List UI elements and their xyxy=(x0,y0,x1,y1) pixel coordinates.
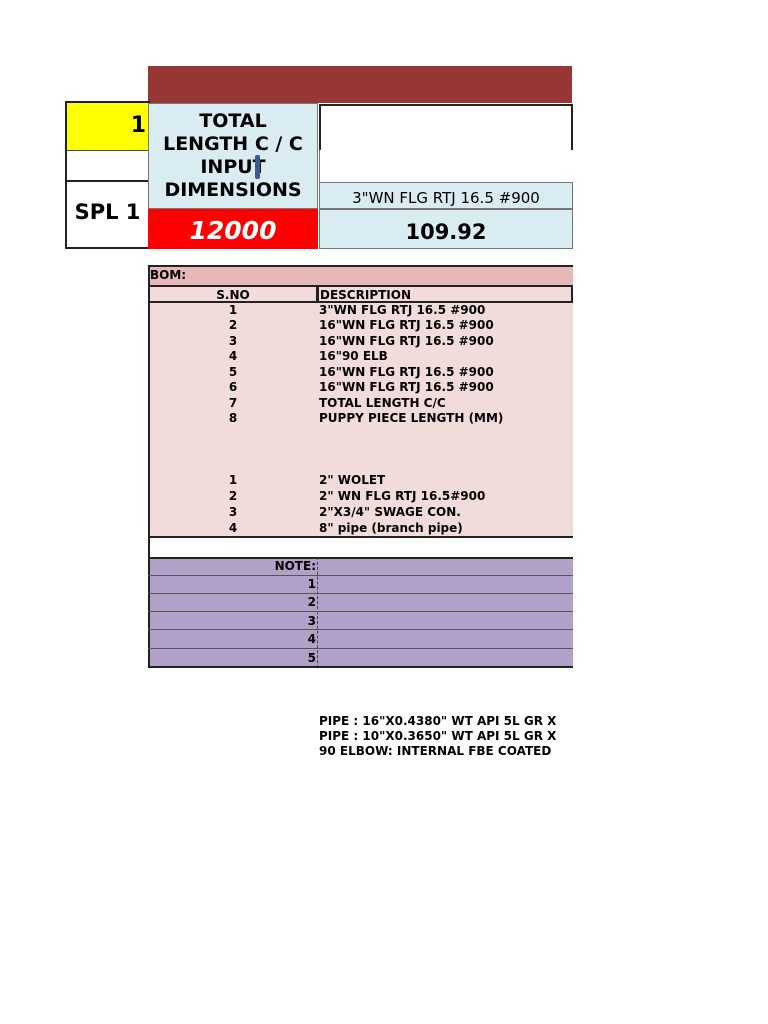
table-row-desc: 16"WN FLG RTJ 16.5 #900 xyxy=(319,334,494,348)
table-row-desc: 16"WN FLG RTJ 16.5 #900 xyxy=(319,318,494,332)
table-row-sno: 2 xyxy=(228,318,238,332)
table-row-desc: 2"X3/4" SWAGE CON. xyxy=(319,505,461,519)
table-row-desc: TOTAL LENGTH C/C xyxy=(319,396,446,410)
table-row-desc: 2" WN FLG RTJ 16.5#900 xyxy=(319,489,486,503)
notes-row-divider xyxy=(148,648,573,649)
table-row-desc: PUPPY PIECE LENGTH (MM) xyxy=(319,411,504,425)
notes-number: 5 xyxy=(307,651,316,665)
notes-row-divider xyxy=(148,611,573,612)
notes-number: 3 xyxy=(307,614,316,628)
id-number: 1 xyxy=(130,113,146,138)
bom-header-desc-cell xyxy=(317,285,573,303)
bom-table xyxy=(148,285,573,538)
table-row-sno: 4 xyxy=(228,349,238,363)
notes-row-divider xyxy=(148,575,573,576)
id-highlight-cell[interactable] xyxy=(67,103,148,151)
table-row-sno: 3 xyxy=(228,334,238,348)
text-cursor-icon xyxy=(255,155,260,179)
spl-label: SPL 1 xyxy=(74,200,141,224)
table-row-sno: 2 xyxy=(228,489,238,503)
notes-column-divider xyxy=(317,557,318,668)
table-row-sno: 4 xyxy=(228,521,238,535)
table-row-desc: 2" WOLET xyxy=(319,473,386,487)
table-row-sno: 8 xyxy=(228,411,238,425)
table-row-desc: 16"90 ELB xyxy=(319,349,388,363)
total-length-cell[interactable] xyxy=(148,103,318,209)
footer-note: 90 ELBOW: INTERNAL FBE COATED xyxy=(319,744,552,758)
table-row-desc: 8" pipe (branch pipe) xyxy=(319,521,463,535)
notes-bottom-border xyxy=(148,666,318,668)
blank-cell-lower[interactable] xyxy=(319,150,573,182)
bom-title: BOM: xyxy=(150,268,187,282)
blank-cell[interactable] xyxy=(319,104,573,152)
table-row-desc: 16"WN FLG RTJ 16.5 #900 xyxy=(319,380,494,394)
notes-row-divider xyxy=(148,629,573,630)
notes-number: 2 xyxy=(307,595,316,609)
table-row-sno: 1 xyxy=(228,473,238,487)
table-row-sno: 6 xyxy=(228,380,238,394)
spacer-row xyxy=(148,538,573,557)
table-row-desc: 16"WN FLG RTJ 16.5 #900 xyxy=(319,365,494,379)
notes-number: 4 xyxy=(307,632,316,646)
table-row-sno: 5 xyxy=(228,365,238,379)
notes-number: 1 xyxy=(307,577,316,591)
flange-value-cell[interactable] xyxy=(319,209,573,249)
flange-value: 109.92 xyxy=(405,220,487,244)
table-row-sno: 3 xyxy=(228,505,238,519)
flange-label-cell[interactable] xyxy=(319,182,573,209)
bom-header-sno: S.NO xyxy=(216,288,250,302)
id-divider xyxy=(67,180,148,182)
header-banner xyxy=(148,66,572,103)
bom-title-bar xyxy=(148,265,573,285)
notes-row-divider xyxy=(148,593,573,594)
total-length-label: TOTAL LENGTH C / C INPUT DIMENSIONS xyxy=(163,110,303,201)
total-length-value: 12000 xyxy=(189,216,277,245)
footer-note: PIPE : 10"X0.3650" WT API 5L GR X xyxy=(319,729,557,743)
total-length-input-cell[interactable] xyxy=(148,209,318,249)
bom-header-desc: DESCRIPTION xyxy=(320,288,412,302)
footer-note: PIPE : 16"X0.4380" WT API 5L GR X xyxy=(319,714,557,728)
notes-label: NOTE: xyxy=(274,559,316,573)
table-row-desc: 3"WN FLG RTJ 16.5 #900 xyxy=(319,303,486,317)
flange-label: 3"WN FLG RTJ 16.5 #900 xyxy=(352,189,540,207)
table-row-sno: 1 xyxy=(228,303,238,317)
table-row-sno: 7 xyxy=(228,396,238,410)
